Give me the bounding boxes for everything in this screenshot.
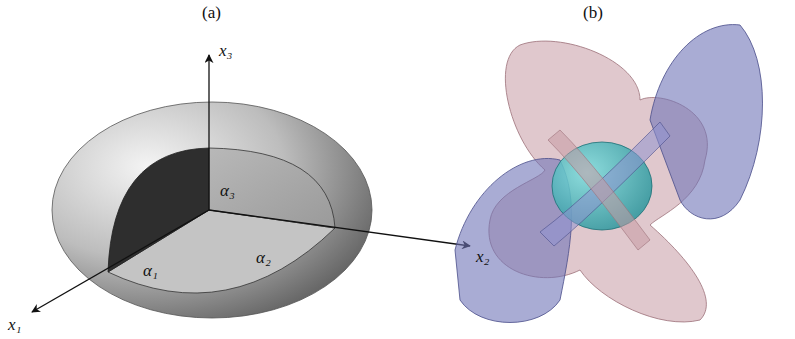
axis-label: x₁	[8, 316, 21, 333]
axis-label: x₂	[476, 248, 489, 265]
ellipsoid-a	[32, 55, 470, 318]
semi-axis-label: α₁	[143, 262, 158, 279]
panel-label: (b)	[583, 4, 603, 21]
panel-label: (a)	[202, 4, 221, 21]
surfaces-b	[455, 25, 763, 323]
axis-label: x₃	[219, 42, 232, 59]
semi-axis-label: α₃	[220, 182, 235, 199]
semi-axis-label: α₂	[256, 249, 271, 266]
